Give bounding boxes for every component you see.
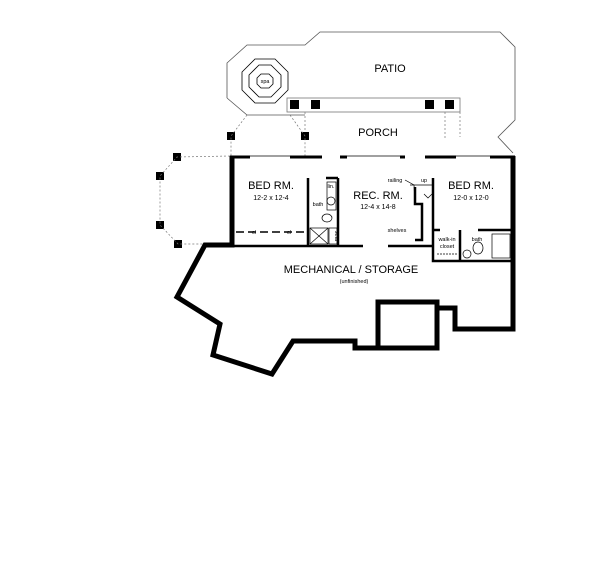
- spa: spa: [241, 58, 289, 104]
- mech-name: MECHANICAL / STORAGE: [284, 264, 418, 276]
- porch-beam: [286, 97, 461, 113]
- porch-dashed-lines: [159, 112, 461, 245]
- interior-walls: [232, 176, 514, 263]
- up-label: up: [421, 178, 427, 184]
- walkin-label-2: closet: [440, 244, 455, 250]
- railing-label: railing: [388, 178, 403, 184]
- bath1-label: bath: [313, 202, 324, 208]
- shelves-label: shelves: [388, 228, 407, 234]
- closet2-label: cl: [287, 230, 291, 236]
- seat-label: seat: [333, 231, 339, 242]
- porch-label: PORCH: [358, 127, 398, 139]
- bed1-name: BED RM.: [248, 180, 294, 192]
- linen-label: lin.: [327, 184, 335, 190]
- exterior-walls: [173, 156, 516, 377]
- fixtures: [309, 179, 511, 259]
- rec-name: REC. RM.: [353, 190, 403, 202]
- rec-size: 12-4 x 14-8: [360, 204, 396, 211]
- patio-outline: [226, 31, 516, 154]
- mech-note: (unfinished): [340, 279, 369, 285]
- spa-label: spa: [261, 79, 271, 85]
- walkin-label-1: walk-in: [437, 237, 455, 243]
- bath2-label: bath: [472, 237, 483, 243]
- closet1-label: cl: [252, 230, 256, 236]
- porch-columns: [156, 100, 454, 248]
- bed1-size: 12-2 x 12-4: [253, 195, 289, 202]
- patio-label: PATIO: [374, 63, 406, 75]
- bed2-name: BED RM.: [448, 180, 494, 192]
- bed2-size: 12-0 x 12-0: [453, 195, 489, 202]
